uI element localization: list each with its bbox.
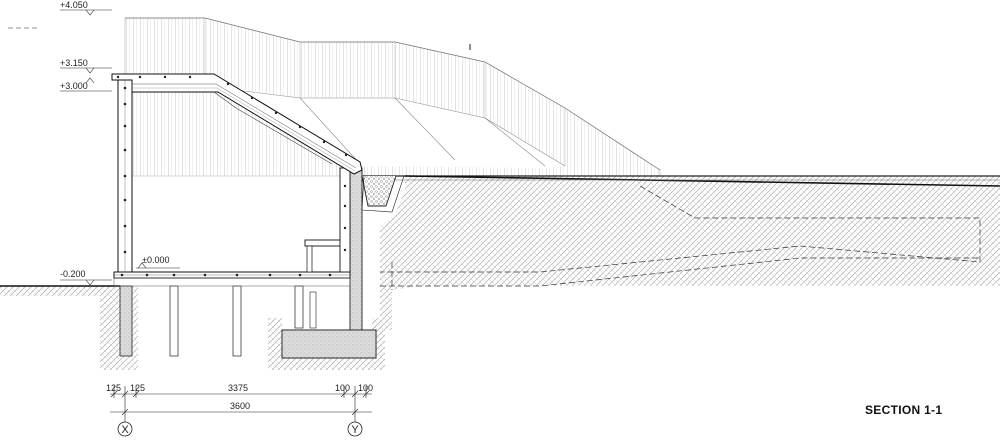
level-top: +4.050 [8,0,112,29]
level-floor-label: ±0.000 [142,255,169,265]
grid-axis-y: Y [347,421,363,437]
section-title: SECTION 1-1 [865,403,942,417]
dimension-lines [110,386,372,422]
dim-total: 3600 [230,401,250,411]
dim-left-b: 125 [130,383,145,393]
roof [111,73,363,175]
drainage-channel [361,175,405,213]
pile-foundations [119,285,317,357]
dim-right-b: 100 [358,383,373,393]
retaining-wall [281,167,377,359]
level-roof-top-label: +3.150 [60,58,88,68]
dimension-labels: 125 125 3375 100 100 3600 [106,383,373,411]
level-ground: -0.200 [60,269,112,286]
level-floor: ±0.000 [136,255,180,269]
level-roof-under-label: +3.000 [60,81,88,91]
dim-span: 3375 [228,383,248,393]
dim-left-a: 125 [106,383,121,393]
grid-axis-y-label: Y [351,424,359,436]
level-top-label: +4.050 [60,0,88,10]
dim-right-a: 100 [335,383,350,393]
dashed-hidden-lines [380,185,981,290]
level-markers: +4.050 +3.150 +3.000 ±0.000 -0.200 [8,0,180,286]
level-ground-label: -0.200 [60,269,86,279]
grid-axis-x-label: X [121,424,129,436]
ground-soil [0,175,1000,370]
front-column [117,77,133,273]
planted-slope [219,86,566,168]
grid-axis-x: X [117,421,133,437]
floor-deck [113,271,351,287]
level-roof-under: +3.000 [60,77,112,92]
level-roof-top: +3.150 [60,58,112,74]
back-wall [339,167,351,273]
